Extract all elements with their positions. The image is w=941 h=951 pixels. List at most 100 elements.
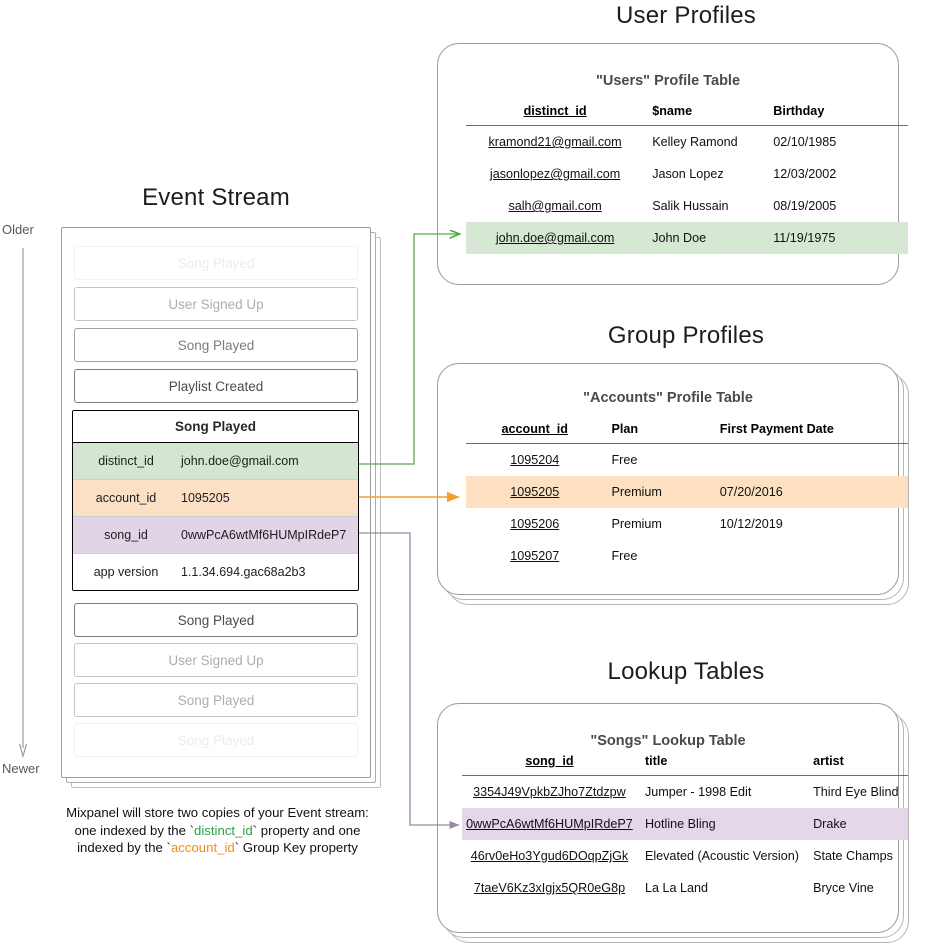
accounts-table-title: "Accounts" Profile Table [583, 390, 753, 406]
table-row[interactable]: kramond21@gmail.com Kelley Ramond 02/10/… [466, 126, 908, 159]
cell-title: Hotline Bling [636, 808, 813, 840]
users-table: distinct_id $name Birthday kramond21@gma… [466, 103, 908, 254]
event-card[interactable]: Playlist Created [74, 369, 358, 403]
timeline-arrow [18, 248, 28, 758]
table-row[interactable]: 46rv0eHo3Ygud6DOqpZjGk Elevated (Acousti… [462, 840, 908, 872]
table-header-row: account_id Plan First Payment Date [466, 421, 908, 444]
cell-birthday: 11/19/1975 [772, 222, 908, 254]
table-row[interactable]: 7taeV6Kz3xIgjx5QR0eG8p La La Land Bryce … [462, 872, 908, 904]
cell-birthday: 12/03/2002 [773, 167, 837, 181]
table-row[interactable]: salh@gmail.com Salik Hussain 08/19/2005 [466, 190, 908, 222]
cell-artist: State Champs [813, 849, 893, 863]
property-value: 0wwPcA6wtMf6HUMpIRdeP7 [181, 528, 347, 542]
column-header-birthday: Birthday [773, 104, 825, 118]
cell-song-id: 3354J49VpkbZJho7Ztdzpw [473, 785, 626, 799]
cell-account-id: 1095205 [466, 476, 604, 508]
event-property-row-distinct-id: distinct_id john.doe@gmail.com [73, 443, 358, 480]
property-key: distinct_id [98, 454, 154, 468]
caption-token-account-id: account_id [170, 840, 235, 855]
event-card[interactable]: Song Played [74, 246, 358, 280]
caption-line-1: Mixpanel will store two copies of your E… [66, 805, 369, 820]
cell-plan: Premium [603, 476, 719, 508]
cell-name: John Doe [644, 222, 773, 254]
cell-distinct-id: jasonlopez@gmail.com [489, 167, 621, 181]
property-value: 1.1.34.694.gac68a2b3 [181, 565, 306, 579]
event-card-label: User Signed Up [168, 296, 264, 312]
cell-first-payment-date [719, 444, 908, 477]
caption-line-2-pre: one indexed by the ` [74, 822, 195, 838]
accounts-table: account_id Plan First Payment Date 10952… [466, 421, 908, 572]
event-card[interactable]: User Signed Up [74, 287, 358, 321]
event-property-row-song-id: song_id 0wwPcA6wtMf6HUMpIRdeP7 [73, 517, 358, 554]
cell-account-id: 1095204 [510, 453, 560, 467]
event-stream-title: Event Stream [142, 184, 290, 211]
songs-table-title: "Songs" Lookup Table [590, 733, 746, 749]
event-card[interactable]: Song Played [74, 603, 358, 637]
table-row[interactable]: 1095204 Free [466, 444, 908, 477]
event-property-row-app-version: app version 1.1.34.694.gac68a2b3 [73, 554, 358, 590]
cell-artist: Bryce Vine [813, 881, 874, 895]
column-header-plan: Plan [611, 422, 639, 436]
table-row[interactable]: jasonlopez@gmail.com Jason Lopez 12/03/2… [466, 158, 908, 190]
column-header-first-payment-date: First Payment Date [719, 422, 834, 436]
table-row-highlighted[interactable]: 1095205 Premium 07/20/2016 [466, 476, 908, 508]
event-card-label: Song Played [177, 337, 255, 353]
cell-name: Salik Hussain [652, 199, 729, 213]
group-profiles-title: Group Profiles [607, 322, 765, 349]
users-table-title: "Users" Profile Table [595, 73, 741, 89]
event-card[interactable]: Song Played [74, 683, 358, 717]
column-header-name: $name [652, 104, 693, 118]
event-card-label: Song Played [177, 255, 255, 271]
cell-name: Jason Lopez [652, 167, 724, 181]
cell-first-payment-date: 10/12/2019 [719, 517, 783, 531]
cell-song-id: 0wwPcA6wtMf6HUMpIRdeP7 [462, 808, 637, 840]
cell-title: La La Land [644, 881, 708, 895]
cell-song-id: 46rv0eHo3Ygud6DOqpZjGk [470, 849, 629, 863]
cell-birthday: 02/10/1985 [773, 135, 837, 149]
cell-distinct-id: salh@gmail.com [508, 199, 602, 213]
property-value: 1095205 [181, 491, 230, 505]
cell-distinct-id: kramond21@gmail.com [488, 135, 622, 149]
cell-first-payment-date: 07/20/2016 [718, 476, 908, 508]
caption-line-3-post: ` Group Key property [234, 840, 358, 855]
timeline-older-label: Older [2, 222, 34, 237]
event-card-label: Song Played [177, 612, 255, 628]
focused-event-card[interactable]: Song Played distinct_id john.doe@gmail.c… [72, 410, 359, 591]
event-card[interactable]: User Signed Up [74, 643, 358, 677]
column-header-song-id: song_id [525, 754, 574, 768]
cell-plan: Free [611, 453, 638, 467]
timeline-newer-label: Newer [2, 761, 40, 776]
event-card[interactable]: Song Played [74, 723, 358, 757]
event-stream-caption: Mixpanel will store two copies of your E… [30, 804, 405, 857]
column-header-title: title [644, 754, 668, 768]
table-row[interactable]: 1095207 Free [466, 540, 908, 572]
table-header-row: distinct_id $name Birthday [466, 103, 908, 126]
cell-artist: Third Eye Blind [813, 785, 899, 799]
event-property-row-account-id: account_id 1095205 [73, 480, 358, 517]
property-value: john.doe@gmail.com [181, 454, 299, 468]
cell-song-id: 7taeV6Kz3xIgjx5QR0eG8p [473, 881, 626, 895]
event-card-label: User Signed Up [168, 652, 264, 668]
table-row-highlighted[interactable]: john.doe@gmail.com John Doe 11/19/1975 [466, 222, 908, 254]
event-card-label: Song Played [177, 692, 255, 708]
event-card-label: Playlist Created [168, 378, 264, 394]
caption-line-3-pre: indexed by the ` [77, 840, 171, 855]
column-header-distinct-id: distinct_id [523, 104, 587, 118]
table-row[interactable]: 1095206 Premium 10/12/2019 [466, 508, 908, 540]
event-card-label: Song Played [177, 732, 255, 748]
property-key: song_id [104, 528, 148, 542]
cell-artist: Drake [812, 808, 908, 840]
cell-distinct-id: john.doe@gmail.com [466, 222, 645, 254]
event-card[interactable]: Song Played [74, 328, 358, 362]
caption-token-distinct-id: distinct_id [194, 822, 253, 838]
cell-title: Jumper - 1998 Edit [644, 785, 752, 799]
caption-line-2-post: ` property and one [252, 822, 361, 838]
lookup-tables-title: Lookup Tables [607, 658, 765, 685]
focused-event-name: Song Played [73, 411, 358, 443]
cell-account-id: 1095206 [510, 517, 560, 531]
table-row-highlighted[interactable]: 0wwPcA6wtMf6HUMpIRdeP7 Hotline Bling Dra… [462, 808, 908, 840]
cell-plan: Free [611, 549, 638, 563]
table-row[interactable]: 3354J49VpkbZJho7Ztdzpw Jumper - 1998 Edi… [462, 776, 908, 809]
cell-title: Elevated (Acoustic Version) [644, 849, 799, 863]
songs-table: song_id title artist 3354J49VpkbZJho7Ztd… [462, 753, 908, 904]
